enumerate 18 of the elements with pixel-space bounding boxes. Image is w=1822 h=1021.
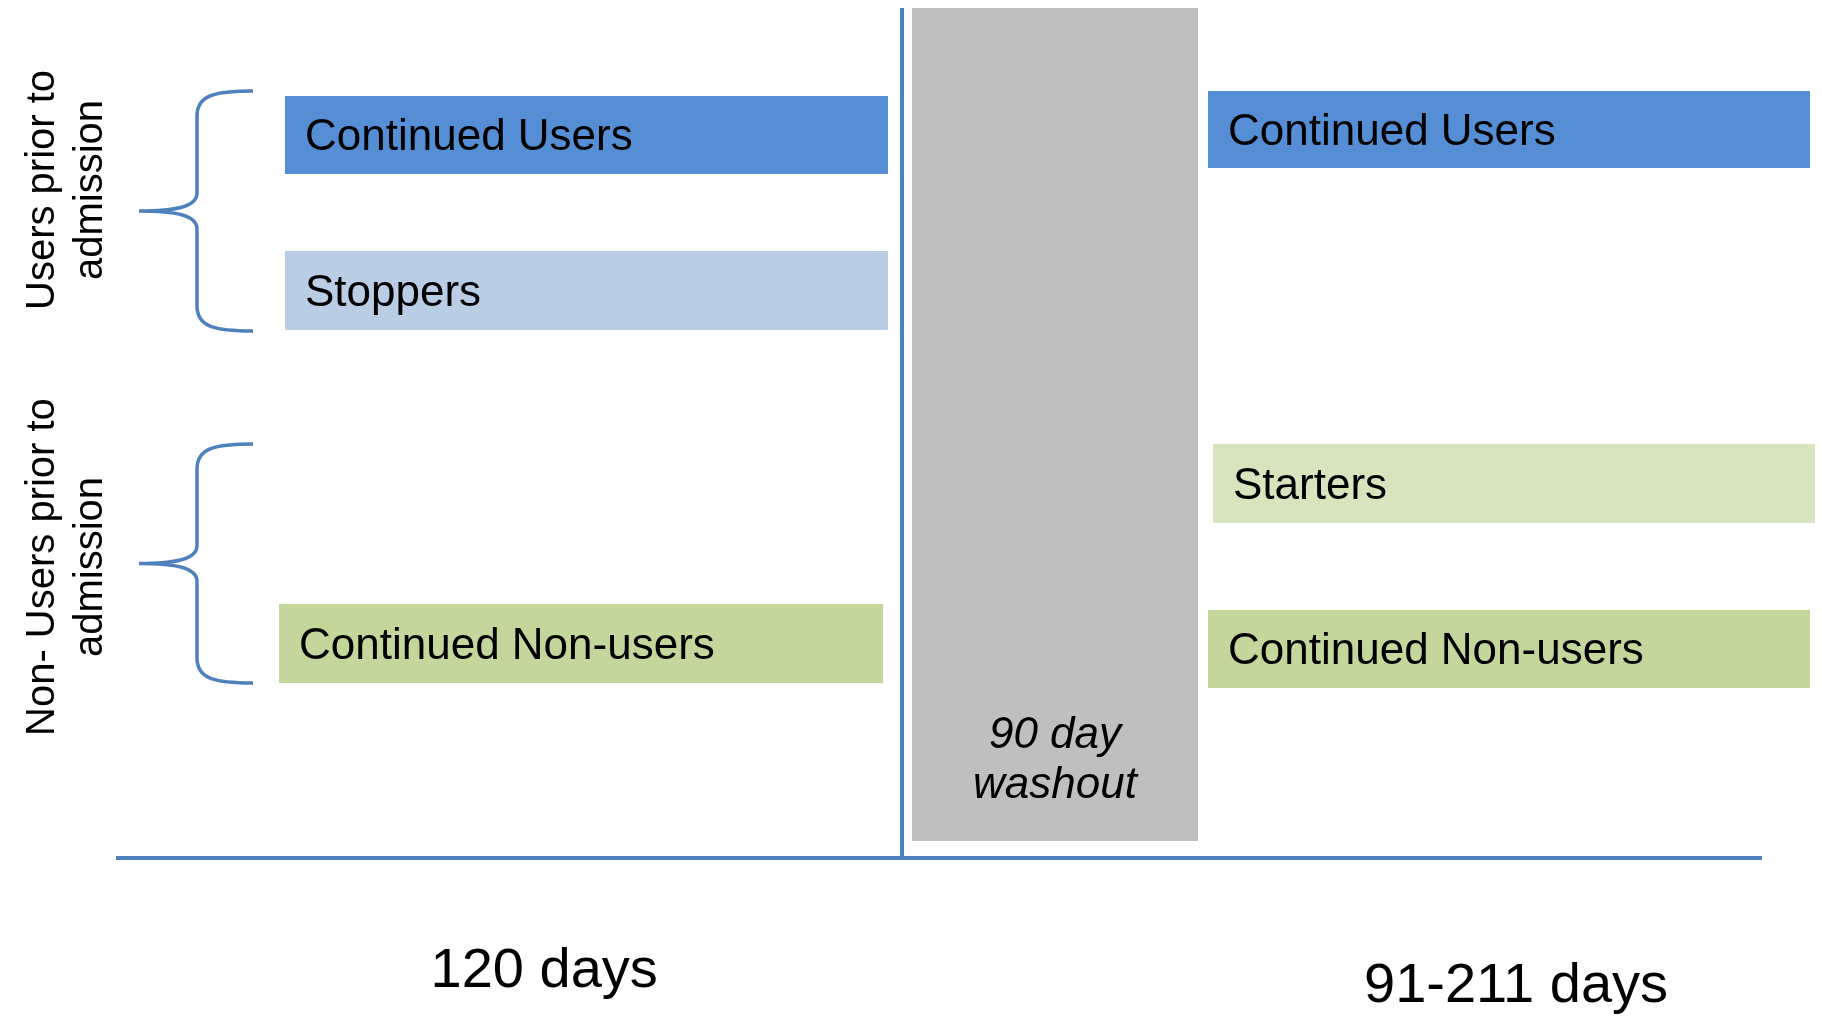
group-label: Continued Non-users	[1228, 624, 1644, 674]
group-bar	[279, 604, 883, 683]
period-label: 90 day washout	[972, 707, 1140, 809]
group-bar	[285, 96, 888, 174]
group-bar	[1213, 444, 1815, 523]
group-bar	[1208, 91, 1810, 168]
row-group-label: Non- Users prior to admission	[17, 397, 111, 737]
period-duration-label: 120 days	[430, 934, 658, 1000]
row-group-label: Users prior to admission	[17, 68, 111, 313]
group-label: Starters	[1233, 458, 1388, 509]
group-bar	[285, 251, 888, 330]
group-label: Continued Users	[1228, 104, 1556, 155]
period-duration-label: 91-211 days	[1364, 949, 1669, 1015]
group-label: Continued Users	[305, 110, 633, 160]
washout-period-box	[912, 8, 1198, 841]
group-label: Stoppers	[305, 265, 482, 316]
group-label: Continued Non-users	[299, 618, 715, 669]
group-bar	[1208, 610, 1810, 688]
